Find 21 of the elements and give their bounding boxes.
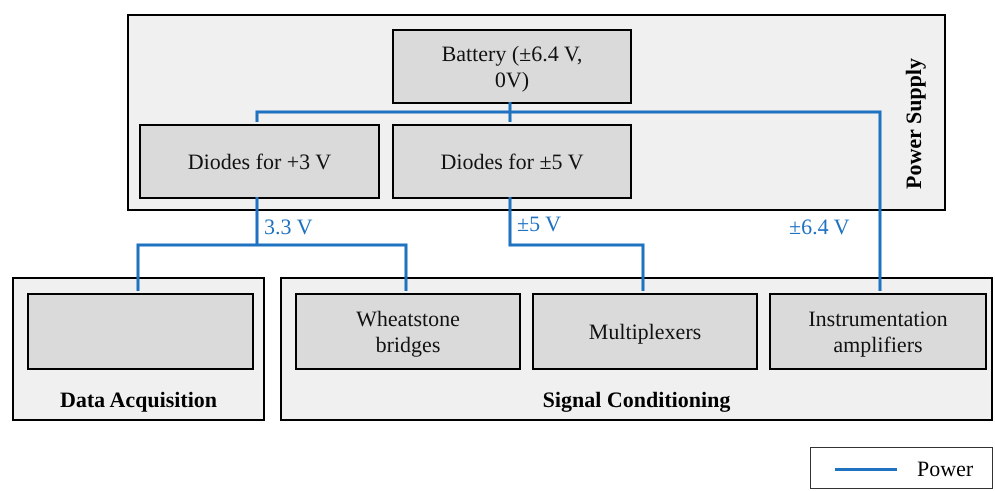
- process-box: [532, 293, 758, 370]
- process-box: [392, 124, 632, 199]
- group-heading: Power Supply: [901, 56, 927, 191]
- connector-line: [508, 197, 644, 291]
- process-box: [295, 293, 521, 370]
- box-label: Diodes for +3 V: [188, 148, 332, 174]
- box-label: Instrumentation amplifiers: [807, 306, 949, 357]
- group-panel: [280, 277, 993, 421]
- group-panel: [127, 14, 946, 211]
- process-box: [139, 124, 380, 199]
- box-label: Battery (±6.4 V, 0V): [440, 41, 584, 92]
- process-box: [392, 29, 632, 104]
- group-panel: [12, 277, 265, 421]
- group-heading: Data Acquisition: [58, 387, 218, 413]
- box-label: Diodes for ±5 V: [440, 148, 584, 174]
- empty-box: [27, 293, 254, 370]
- process-box: [769, 293, 987, 370]
- legend-label: Power: [917, 456, 974, 482]
- group-heading: Signal Conditioning: [542, 387, 732, 413]
- box-label: Multiplexers: [588, 318, 702, 344]
- box-label: Wheatstone bridges: [355, 306, 461, 357]
